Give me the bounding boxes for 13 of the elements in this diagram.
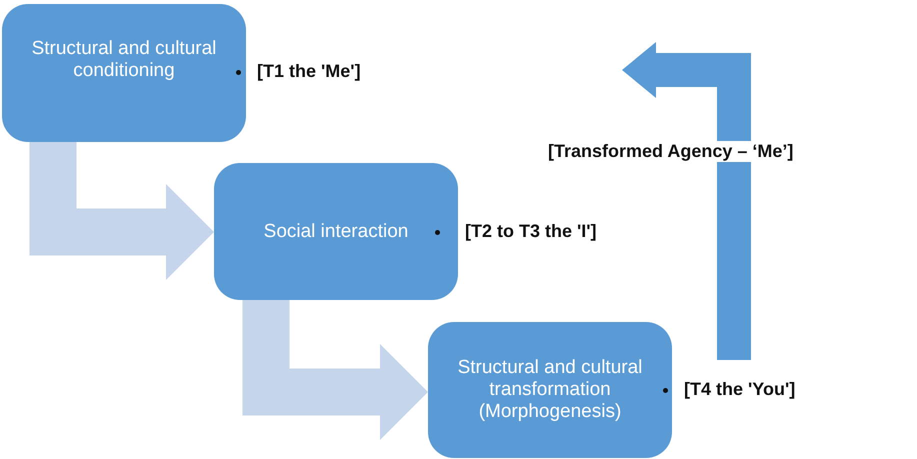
box-label: Structural and cultural conditioning [30,38,218,82]
stage-label: [T4 the 'You'] [684,379,796,400]
stage-label: [T2 to T3 the 'I'] [465,221,597,242]
process-box [2,4,246,142]
box-label: Social interaction [262,220,410,242]
block-arrow [622,42,751,360]
edge-label: [Transformed Agency – ‘Me’] [546,141,796,162]
block-arrow [242,300,428,440]
process-box [214,163,458,300]
box-label: Structural and cultural transformation (Morphogenesis) [456,357,644,423]
block-arrow [30,142,214,280]
stage-label: [T1 the 'Me'] [257,61,361,82]
process-box [428,322,672,458]
